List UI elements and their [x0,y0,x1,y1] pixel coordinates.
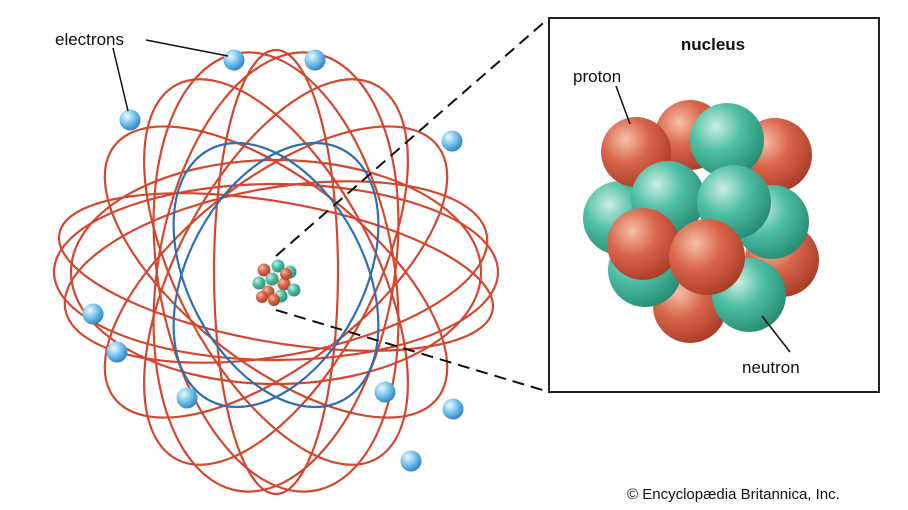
electron [441,130,463,152]
orbit-red [69,158,483,386]
orbit-red [52,182,500,362]
neutron-sphere [690,103,764,177]
electrons-leaders [112,39,229,112]
electron [304,49,326,71]
electrons-group [82,49,464,472]
neutron-label: neutron [742,358,800,377]
electron [374,381,396,403]
orbit-blue [172,141,380,409]
proton-sphere [669,219,745,295]
electron [176,387,198,409]
orbit-red [212,48,340,496]
electron [400,450,422,472]
blue-orbits [172,141,380,409]
electron [82,303,104,325]
zoom-lines [275,17,550,393]
electron-orbits [52,48,500,496]
orbit-red [57,192,495,352]
atom-nucleus [252,259,301,306]
orbit-blue [172,141,380,409]
electron [442,398,464,420]
electron [119,109,141,131]
electron [223,49,245,71]
orbit-red [63,180,489,364]
nucleus-title: nucleus [681,35,745,54]
nucleus-leaders [615,85,791,353]
nucleus-detail-box: nucleus proton neutron [548,17,880,393]
electrons-label: electrons [55,30,124,49]
proton-sphere [607,208,679,280]
nucleus-particles [583,100,819,343]
copyright-notice: © Encyclopædia Britannica, Inc. [627,486,840,503]
red-orbits [52,48,500,496]
electron [106,341,128,363]
proton-label: proton [573,67,621,86]
